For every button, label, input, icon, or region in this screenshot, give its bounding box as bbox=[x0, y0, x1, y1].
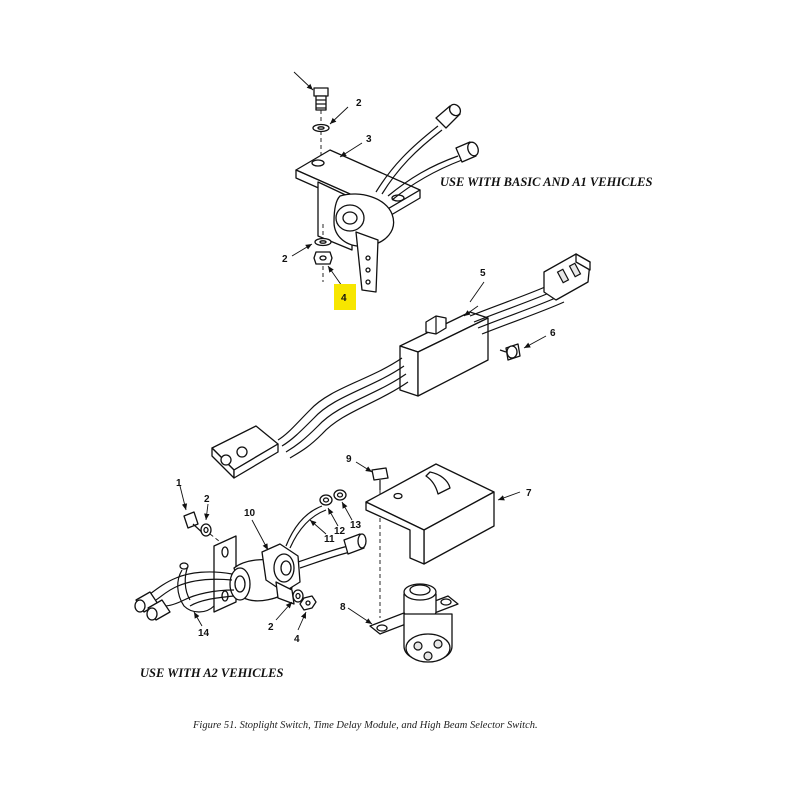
wire-connector bbox=[343, 533, 367, 555]
wire-terminal bbox=[333, 489, 347, 501]
heading-basic-a1: USE WITH BASIC AND A1 VEHICLES bbox=[440, 175, 653, 189]
high-beam-selector-switch-part bbox=[369, 583, 459, 663]
callout-2: 2 bbox=[204, 494, 210, 505]
callout-12: 12 bbox=[334, 526, 346, 537]
callout-2: 2 bbox=[282, 254, 288, 265]
stoplight-switch-part bbox=[333, 193, 395, 293]
callout-7: 7 bbox=[526, 488, 532, 499]
wire-connector bbox=[435, 103, 462, 129]
callout-6: 6 bbox=[550, 328, 556, 339]
figure-caption: Figure 51. Stoplight Switch, Time Delay … bbox=[192, 720, 538, 731]
selector-switch-bracket bbox=[365, 463, 495, 565]
a2-stoplight-switch-assembly bbox=[134, 485, 367, 631]
time-delay-module-part bbox=[399, 311, 489, 397]
stoplight-switch-assembly bbox=[291, 71, 479, 293]
switch-mounting-plate bbox=[213, 535, 237, 613]
harness-connector bbox=[211, 425, 279, 479]
heading-a2: USE WITH A2 VEHICLES bbox=[140, 666, 283, 680]
wire-connector bbox=[146, 599, 171, 621]
screw-part bbox=[499, 343, 521, 361]
callout-10: 10 bbox=[244, 508, 256, 519]
harness-connector bbox=[543, 253, 591, 301]
time-delay-module-assembly bbox=[211, 253, 591, 479]
callout-4: 4 bbox=[294, 634, 300, 645]
bolt-part bbox=[313, 87, 329, 111]
callout-5: 5 bbox=[480, 268, 486, 279]
callout-2: 2 bbox=[268, 622, 274, 633]
callout-14: 14 bbox=[198, 628, 210, 639]
a2-stoplight-switch-part bbox=[229, 543, 301, 605]
wire-terminal bbox=[319, 494, 333, 506]
high-beam-selector-assembly bbox=[347, 461, 521, 663]
wire-connector bbox=[455, 141, 479, 163]
callout-13: 13 bbox=[350, 520, 362, 531]
callout-8: 8 bbox=[340, 602, 346, 613]
callout-11: 11 bbox=[324, 534, 335, 545]
callout-9: 9 bbox=[346, 454, 352, 465]
callout-1: 1 bbox=[176, 478, 182, 489]
callout-3: 3 bbox=[366, 134, 372, 145]
callout-4-highlighted: 4 bbox=[341, 293, 347, 304]
callout-2: 2 bbox=[356, 98, 362, 109]
highlight-box bbox=[334, 284, 356, 310]
screw-part bbox=[371, 467, 389, 490]
